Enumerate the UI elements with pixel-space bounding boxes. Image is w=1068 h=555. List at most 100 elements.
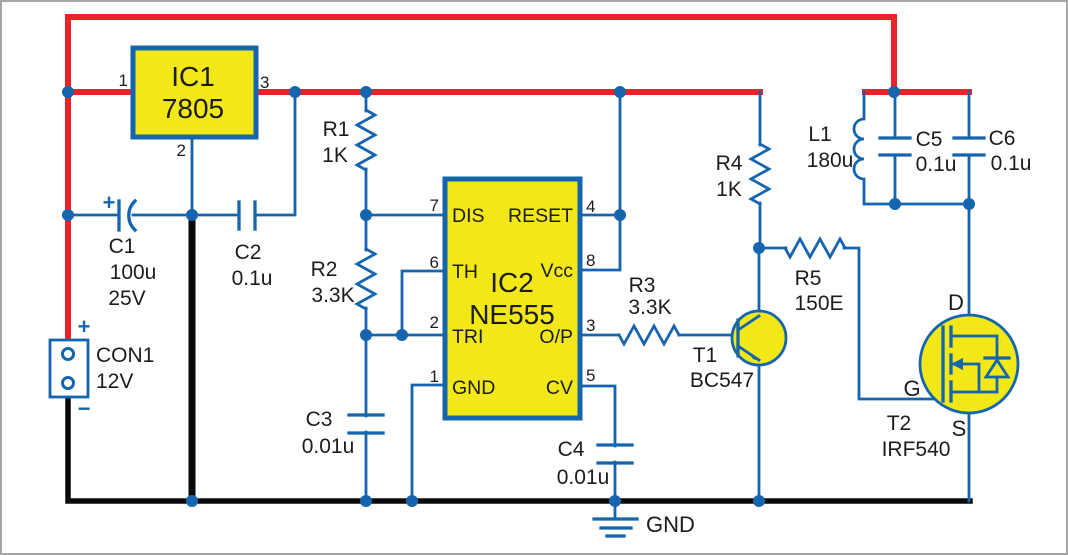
junction-dot: [614, 209, 626, 221]
capacitor-c1-polarized: [117, 198, 138, 233]
ic2-pin6-number: 6: [430, 253, 439, 272]
resistor-r5: [783, 236, 847, 260]
t2-source-label: S: [952, 416, 967, 441]
c5-ref-label: C5: [916, 128, 943, 151]
wire-r5-gate: [842, 246, 945, 401]
ic2-part-label: NE555: [469, 299, 555, 330]
c2-ref-label: C2: [235, 241, 262, 264]
wire-cv-c4: [578, 384, 617, 448]
wire-ground-rail: [65, 394, 973, 504]
transistor-t1-emitter-lead: [736, 344, 761, 362]
con1-value-label: 12V: [96, 370, 133, 393]
junction-dot: [963, 198, 975, 210]
ground-label: GND: [646, 512, 695, 537]
transistor-t1-collector-lead: [736, 314, 761, 332]
junction-dot: [614, 86, 626, 98]
inductor-l1: [852, 90, 866, 206]
ic2-pin-reset-label: RESET: [508, 205, 573, 227]
c6-value-label: 0.1u: [991, 152, 1032, 175]
r3-value-label: 3.3K: [628, 296, 671, 319]
ic2-pin4-number: 4: [586, 197, 595, 216]
ic2-pin8-number: 8: [586, 251, 595, 270]
c3-value-label: 0.01u: [302, 435, 355, 458]
ic2-pin-dis-label: DIS: [452, 205, 485, 227]
wire-vcc: [578, 90, 622, 272]
ic1-ref-label: IC1: [171, 61, 215, 92]
r3-ref-label: R3: [629, 274, 656, 297]
mosfet-t2-substrate-arrow: [951, 358, 963, 370]
junction-dot: [186, 495, 198, 507]
c3-ref-label: C3: [306, 408, 333, 431]
inductor-l1-coil: [852, 90, 866, 206]
junction-dot: [62, 209, 74, 221]
transistor-t1-body: [730, 309, 788, 367]
junction-dot: [753, 495, 765, 507]
t2-ref-label: T2: [887, 412, 912, 435]
ic1-pin1-number: 1: [119, 71, 128, 90]
l1-ref-label: L1: [808, 123, 831, 146]
ic2-ref-label: IC2: [490, 267, 534, 298]
ic2-body: [442, 176, 583, 421]
ic2-pin2-number: 2: [430, 313, 439, 332]
ic2-pin3-number: 3: [586, 316, 595, 335]
resistor-r3: [617, 323, 681, 347]
t1-ref-label: T1: [693, 344, 718, 367]
c4-value-label: 0.01u: [557, 466, 610, 489]
mosfet-t2: [918, 313, 1020, 415]
t2-drain-label: D: [948, 290, 964, 315]
ground-rail-black: [65, 212, 973, 505]
junction-dots: [62, 86, 975, 507]
resistor-r4-zigzag: [748, 142, 772, 206]
resistor-r4: [748, 142, 772, 206]
t1-part-label: BC547: [690, 369, 754, 392]
ic2-pin-tri-label: TRI: [452, 326, 483, 348]
capacitor-c4: [596, 443, 634, 465]
junction-dot: [289, 86, 301, 98]
wire-top-12v-loop: [65, 14, 897, 95]
junction-dot: [396, 329, 408, 341]
capacitor-c3: [347, 413, 385, 435]
ic1-body: [130, 45, 259, 140]
resistor-r1-zigzag: [354, 108, 378, 172]
resistor-r3-zigzag: [617, 323, 681, 347]
junction-dot: [62, 86, 74, 98]
junction-dot: [888, 86, 900, 98]
resistor-r2-zigzag: [354, 247, 378, 311]
junction-dot: [889, 198, 901, 210]
capacitor-c6: [952, 136, 986, 157]
ic2-ne555-timer: [442, 176, 583, 421]
c1-plus-sign: +: [103, 190, 116, 215]
c6-ref-label: C6: [989, 127, 1016, 150]
ic2-pin1-number: 1: [430, 367, 439, 386]
r4-value-label: 1K: [716, 178, 742, 201]
capacitor-c1-plate-neg: [127, 198, 138, 233]
ic2-pin-gnd-label: GND: [452, 377, 495, 399]
c2-value-label: 0.1u: [232, 267, 273, 290]
ic2-pin-op-label: O/P: [539, 326, 573, 348]
connector-con1-terminal: [61, 376, 75, 390]
junction-dot: [406, 495, 418, 507]
ic1-regulator: [130, 45, 259, 140]
transistor-t1-npn: [730, 309, 788, 367]
junction-dot: [186, 209, 198, 221]
ic1-part-label: 7805: [162, 93, 224, 124]
resistor-r5-zigzag: [783, 236, 847, 260]
r5-ref-label: R5: [795, 267, 822, 290]
r2-ref-label: R2: [311, 258, 338, 281]
ic2-pin-th-label: TH: [452, 261, 478, 283]
junction-dot: [609, 495, 621, 507]
capacitor-c5: [878, 136, 912, 157]
junction-dot: [360, 209, 372, 221]
connector-con1: [48, 338, 90, 399]
c1-voltage-label: 25V: [108, 287, 145, 310]
r1-value-label: 1K: [322, 144, 348, 167]
c4-ref-label: C4: [558, 438, 585, 461]
wire-ic2-gnd: [410, 383, 447, 503]
ic2-pin-vcc-label: Vcc: [540, 260, 573, 282]
resistor-r2: [354, 247, 378, 311]
con1-plus-sign: +: [78, 314, 91, 339]
c1-ref-label: C1: [109, 235, 136, 258]
ic1-pin2-number: 2: [177, 141, 186, 160]
